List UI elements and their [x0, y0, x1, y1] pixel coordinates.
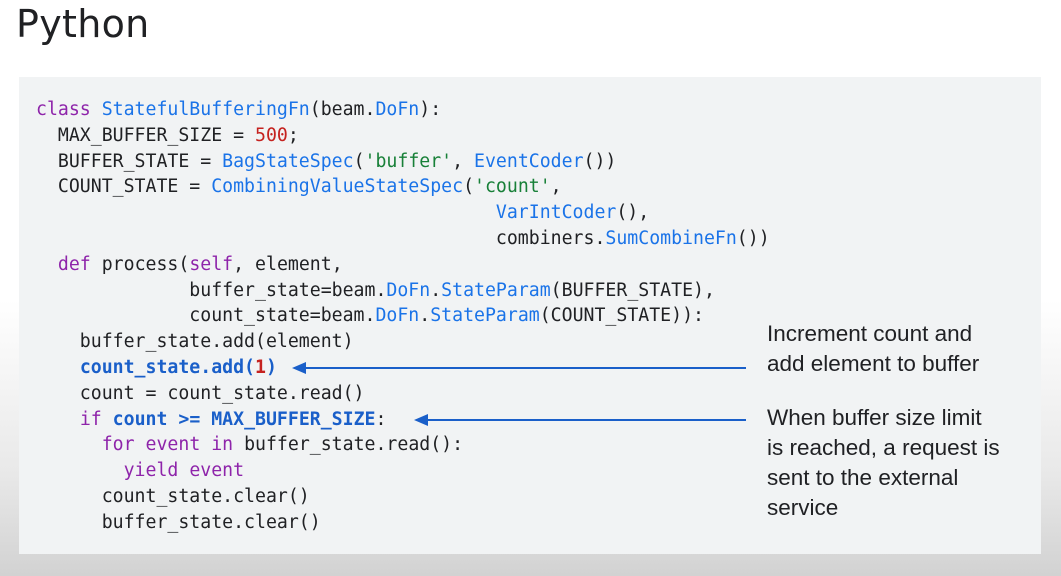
- code-line: BUFFER_STATE = BagStateSpec('buffer', Ev…: [36, 149, 770, 175]
- code-token: 'buffer': [364, 150, 453, 172]
- code-token: event: [189, 460, 245, 482]
- annotation-line: is reached, a request is: [767, 435, 1000, 460]
- code-line: class StatefulBufferingFn(beam.DoFn):: [36, 97, 770, 123]
- code-line: yield event: [36, 458, 770, 484]
- code-token: , element,: [233, 253, 343, 275]
- code-line: count_state=beam.DoFn.StateParam(COUNT_S…: [36, 303, 770, 329]
- code-token: buffer_state.clear(): [36, 511, 321, 533]
- code-token: VarIntCoder: [495, 202, 617, 224]
- code-token: ):: [419, 99, 442, 120]
- code-token: DoFn: [375, 99, 420, 120]
- code-token: (COUNT_STATE)):: [539, 305, 704, 327]
- code-token: SumCombineFn: [605, 227, 737, 249]
- code-token: def: [57, 253, 102, 275]
- code-token: :: [375, 408, 387, 430]
- arrow-1-head: [292, 362, 306, 374]
- code-token: 1: [255, 356, 266, 378]
- code-token: .: [419, 305, 431, 327]
- code-token: buffer_state.add(element): [36, 331, 354, 353]
- code-token: event: [145, 434, 212, 456]
- code-line: for event in buffer_state.read():: [36, 432, 770, 458]
- code-token: COUNT_STATE =: [36, 176, 212, 198]
- code-token: count >= MAX_BUFFER_SIZE: [112, 408, 376, 430]
- code-line: count_state.clear(): [36, 484, 770, 510]
- code-line: count = count_state.read(): [36, 381, 770, 407]
- code-token: for: [101, 434, 146, 456]
- code-token: count_state.clear(): [36, 485, 310, 507]
- code-token: EventCoder: [474, 150, 584, 172]
- code-token: if: [79, 408, 113, 430]
- annotation-line: Increment count and: [767, 321, 973, 346]
- code-token: StateParam: [441, 279, 551, 301]
- code-line: if count >= MAX_BUFFER_SIZE:: [36, 407, 770, 433]
- code-token: ()): [583, 150, 617, 172]
- code-token: MAX_BUFFER_SIZE =: [36, 124, 255, 146]
- annotation-buffer-limit: When buffer size limit is reached, a req…: [767, 403, 1000, 523]
- annotation-line: add element to buffer: [767, 351, 980, 376]
- code-line: buffer_state.add(element): [36, 329, 770, 355]
- code-block: class StatefulBufferingFn(beam.DoFn): MA…: [36, 97, 770, 536]
- code-token: buffer_state=beam.: [36, 279, 387, 301]
- code-token: 500: [255, 124, 288, 146]
- code-line: count_state.add(1): [36, 355, 770, 381]
- code-line: COUNT_STATE = CombiningValueStateSpec('c…: [36, 174, 770, 200]
- code-token: BagStateSpec: [222, 150, 354, 172]
- code-token: StateParam: [430, 305, 540, 327]
- code-token: count_state=beam.: [36, 305, 376, 327]
- code-token: .: [430, 279, 442, 301]
- code-token: StatefulBufferingFn: [101, 99, 310, 120]
- code-token: count_state.add(: [79, 356, 256, 378]
- code-token: count = count_state.read(): [36, 382, 365, 404]
- code-token: process(: [101, 253, 190, 275]
- code-line: combiners.SumCombineFn()): [36, 226, 770, 252]
- code-token: yield: [123, 460, 190, 482]
- code-token: ,: [452, 150, 475, 172]
- annotation-line: sent to the external: [767, 465, 959, 490]
- code-token: (BUFFER_STATE),: [550, 279, 715, 301]
- code-token: (beam.: [309, 99, 376, 120]
- annotation-line: service: [767, 495, 839, 520]
- code-token: DoFn: [386, 279, 431, 301]
- slide-title: Python: [16, 2, 150, 46]
- code-token: buffer_state.read():: [244, 434, 464, 456]
- code-line: MAX_BUFFER_SIZE = 500;: [36, 123, 770, 149]
- code-line: VarIntCoder(),: [36, 200, 770, 226]
- code-panel: [19, 77, 1041, 554]
- code-token: ()): [736, 227, 770, 249]
- arrow-2: [414, 414, 746, 426]
- code-line: buffer_state=beam.DoFn.StateParam(BUFFER…: [36, 278, 770, 304]
- code-token: combiners.: [36, 227, 606, 249]
- code-token: in: [211, 434, 245, 456]
- code-token: ,: [550, 176, 562, 198]
- code-token: ;: [287, 124, 299, 146]
- code-token: 'count': [474, 176, 551, 198]
- code-token: CombiningValueStateSpec: [211, 176, 464, 198]
- code-token: (: [353, 150, 365, 172]
- code-token: self: [189, 253, 234, 275]
- annotation-line: When buffer size limit: [767, 405, 982, 430]
- code-token: class: [36, 99, 102, 120]
- code-token: ): [265, 356, 277, 378]
- code-token: (),: [616, 202, 650, 224]
- annotation-increment-count: Increment count and add element to buffe…: [767, 319, 979, 379]
- arrow-1: [292, 362, 746, 374]
- code-token: (: [463, 176, 475, 198]
- code-line: buffer_state.clear(): [36, 510, 770, 536]
- arrow-2-head: [414, 414, 428, 426]
- code-token: DoFn: [375, 305, 420, 327]
- code-line: def process(self, element,: [36, 252, 770, 278]
- code-token: BUFFER_STATE =: [36, 150, 223, 172]
